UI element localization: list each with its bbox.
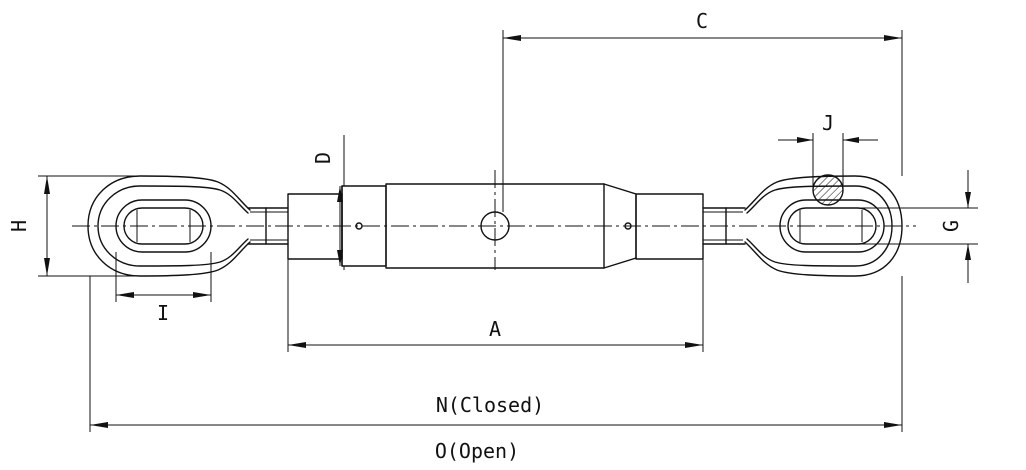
dimension-i: I bbox=[115, 252, 212, 325]
dimension-g: G bbox=[843, 170, 978, 283]
label-d: D bbox=[311, 152, 335, 164]
label-j: J bbox=[822, 111, 834, 135]
left-threaded-rod bbox=[247, 207, 289, 245]
label-i: I bbox=[157, 301, 169, 325]
label-g: G bbox=[939, 220, 963, 232]
dimension-c: C bbox=[502, 9, 903, 212]
label-c: C bbox=[696, 9, 708, 33]
pin-section bbox=[812, 174, 844, 206]
label-a: A bbox=[489, 317, 501, 341]
dimension-n-o: N(Closed) O(Open) bbox=[89, 276, 903, 463]
label-o-open: O(Open) bbox=[435, 439, 519, 463]
dimension-j: J bbox=[778, 111, 878, 186]
dimension-d: D bbox=[311, 135, 345, 270]
dimension-h: H bbox=[7, 175, 140, 277]
label-h: H bbox=[7, 220, 31, 232]
dimension-a: A bbox=[287, 259, 704, 352]
label-n-closed: N(Closed) bbox=[436, 393, 544, 417]
